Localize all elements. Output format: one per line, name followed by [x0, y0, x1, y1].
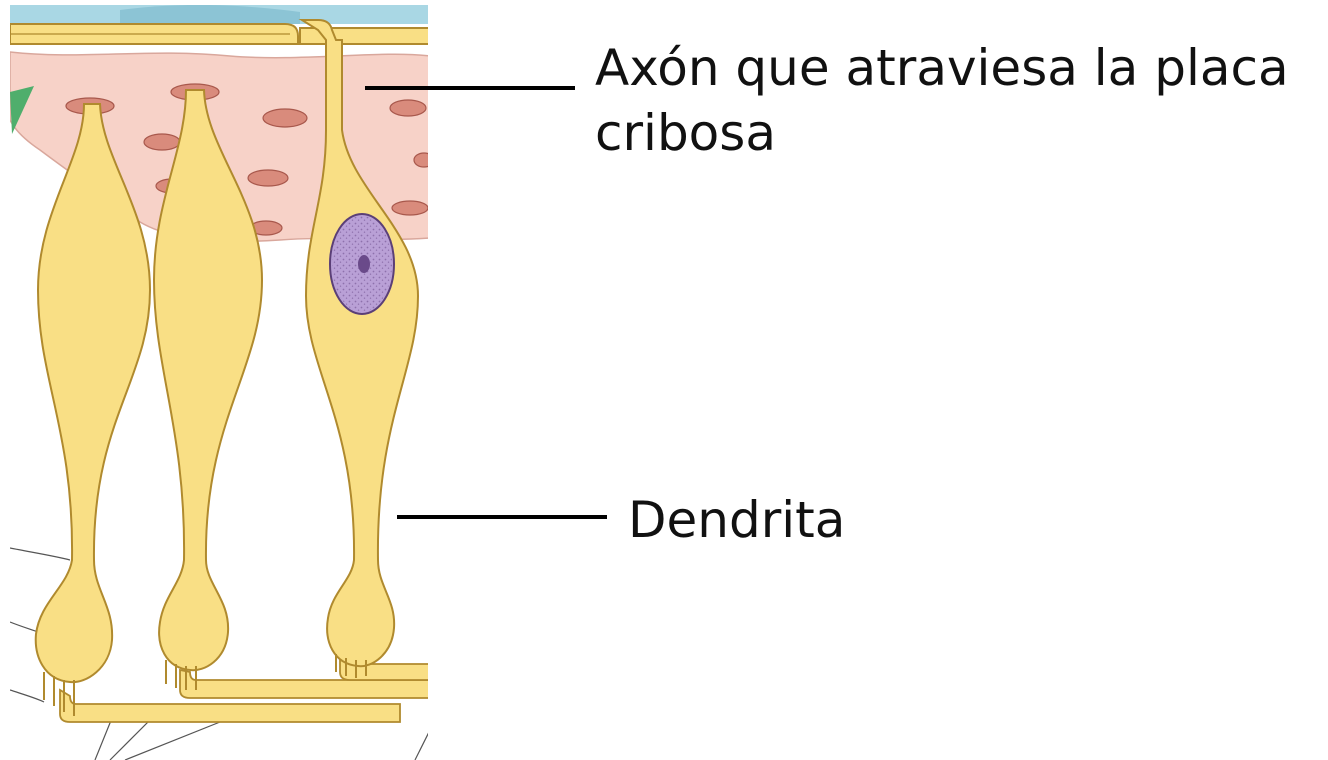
- axon-label-line2: cribosa: [595, 101, 1289, 166]
- dendrite-leader-line: [397, 515, 607, 519]
- dendrite-label: Dendrita: [628, 488, 845, 553]
- nucleolus: [358, 255, 370, 273]
- axon-leader-line: [365, 86, 575, 90]
- olfactory-epithelium-illustration: [0, 0, 440, 760]
- axon-label: Axón que atraviesa la placa cribosa: [595, 36, 1289, 166]
- basal-bundles: [60, 660, 430, 722]
- axon-label-line1: Axón que atraviesa la placa: [595, 36, 1289, 101]
